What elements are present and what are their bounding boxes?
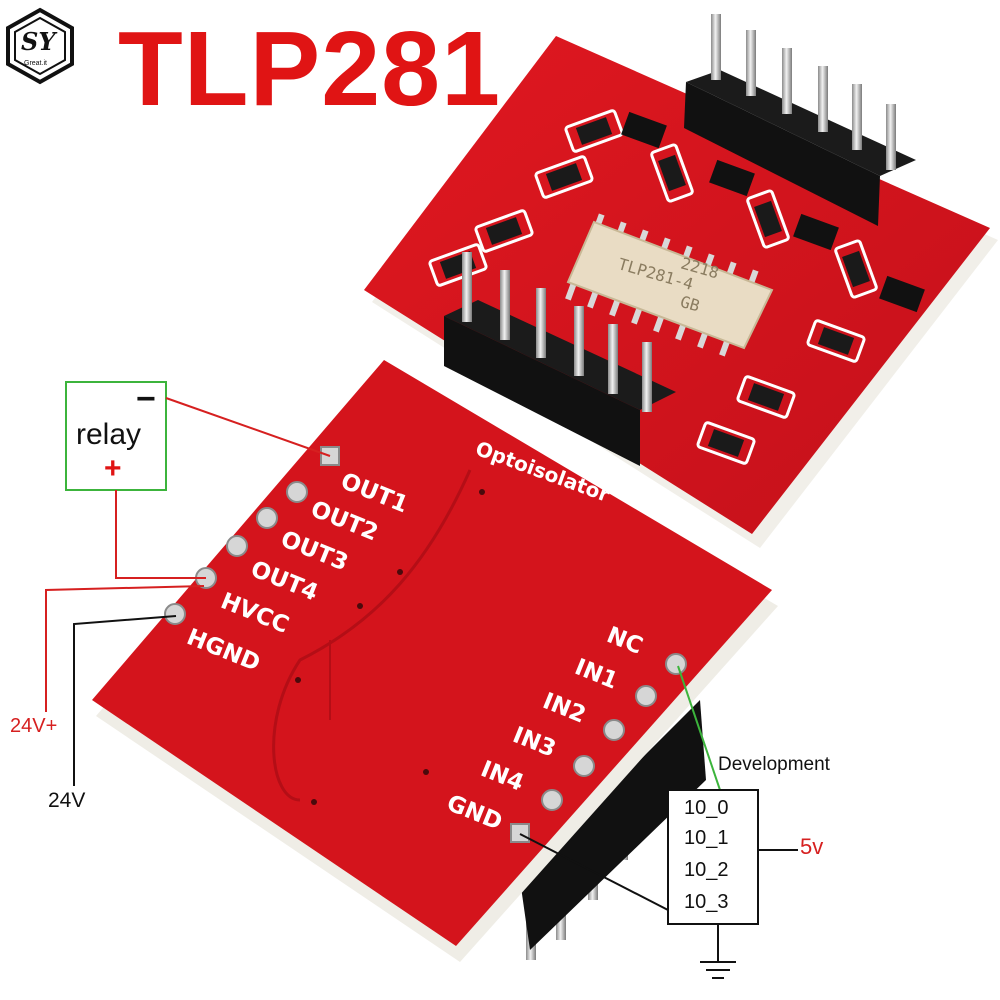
pad-in3 — [573, 755, 595, 777]
pad-out2 — [286, 481, 308, 503]
pad-in1 — [635, 685, 657, 707]
ground-symbol — [700, 924, 736, 979]
pad-gnd — [510, 823, 530, 843]
pcb-vias — [295, 489, 485, 805]
relay-label: relay — [76, 418, 142, 451]
supply-negative-label: 24V — [48, 789, 86, 812]
smd-resistors — [439, 117, 870, 457]
dev-pin-1: 10_1 — [684, 827, 729, 849]
dev-pin-3: 10_3 — [684, 891, 729, 913]
wire-relay-plus — [115, 490, 206, 579]
header-top-right — [684, 14, 916, 226]
optocoupler-chip — [566, 220, 774, 350]
logo-text: SY — [21, 27, 56, 56]
pad-nc — [665, 653, 687, 675]
back-board — [364, 14, 998, 548]
pcb-trace — [272, 469, 472, 802]
relay-minus-sign: − — [136, 380, 156, 418]
development-box — [667, 789, 759, 925]
input-pads — [510, 653, 687, 843]
brand-logo — [6, 7, 74, 85]
wire-nc — [677, 665, 721, 791]
front-board — [92, 360, 778, 962]
product-title: TLP281 — [118, 10, 502, 128]
wire-gnd — [519, 833, 669, 911]
front-header-plastic — [520, 700, 706, 950]
wire-24v-plus — [45, 585, 205, 712]
pad-in2 — [603, 719, 625, 741]
pad-in4 — [541, 789, 563, 811]
pad-hgnd — [164, 603, 186, 625]
wire-24v — [73, 615, 177, 786]
smd-transistors — [621, 111, 925, 313]
logo-subtext: Great.it — [24, 60, 47, 67]
dev-pin-0: 10_0 — [684, 797, 729, 819]
pad-out3 — [256, 507, 278, 529]
wire-relay-minus — [165, 397, 331, 457]
supply-positive-label: 24V+ — [10, 715, 58, 737]
header-bottom-left — [444, 252, 676, 466]
relay-plus-sign: + — [104, 452, 122, 485]
wiring — [45, 381, 798, 979]
pad-out4 — [226, 535, 248, 557]
dev-pin-2: 10_2 — [684, 859, 729, 881]
development-label: Development — [718, 754, 830, 775]
front-board-surface — [92, 360, 772, 946]
development-voltage: 5v — [800, 834, 824, 859]
smd-pads — [428, 109, 878, 465]
